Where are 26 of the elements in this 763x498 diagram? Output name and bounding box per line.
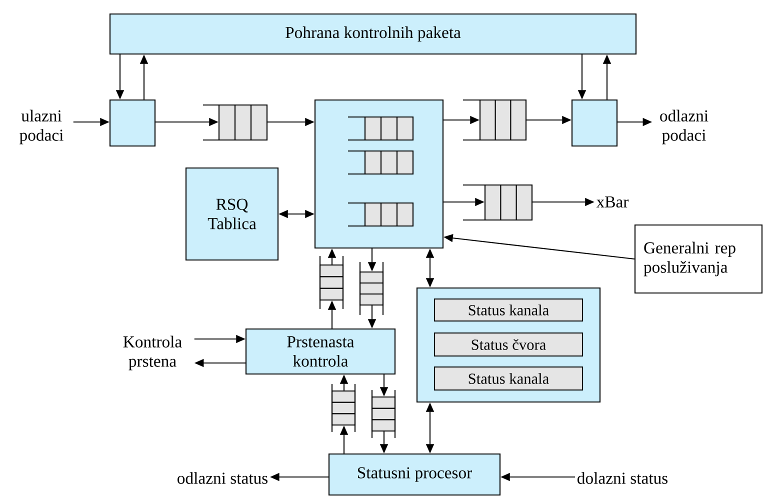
status-field: Status čvora	[434, 332, 584, 357]
status-field: Status kanala	[434, 298, 584, 322]
signal-label: odlazni status	[178, 472, 268, 484]
queue	[348, 202, 414, 227]
switch-box	[109, 99, 156, 147]
queue	[203, 104, 268, 141]
signal-label: xBar	[596, 196, 629, 208]
queue	[348, 116, 414, 141]
process-box: RSQ Tablica	[185, 167, 279, 261]
queue	[331, 384, 356, 432]
queue	[463, 184, 533, 221]
signal-label: Kontrola prstena	[123, 336, 182, 370]
process-box: Prstenasta kontrola	[245, 328, 396, 375]
switch-box	[571, 99, 618, 147]
queue	[371, 390, 396, 438]
process-box: Pohrana kontrolnih paketa	[109, 13, 637, 55]
queue	[319, 256, 344, 309]
status-field: Status kanala	[434, 366, 584, 391]
queue	[348, 150, 414, 175]
signal-label: dolazni status	[578, 472, 668, 484]
queue	[463, 99, 527, 141]
queue	[359, 262, 384, 315]
signal-label: odlazni podaci	[660, 110, 708, 144]
note-box: Generalni rep posluživanja	[634, 224, 763, 294]
signal-label: ulazni podaci	[20, 110, 64, 144]
process-box: Statusni procesor	[328, 453, 501, 496]
